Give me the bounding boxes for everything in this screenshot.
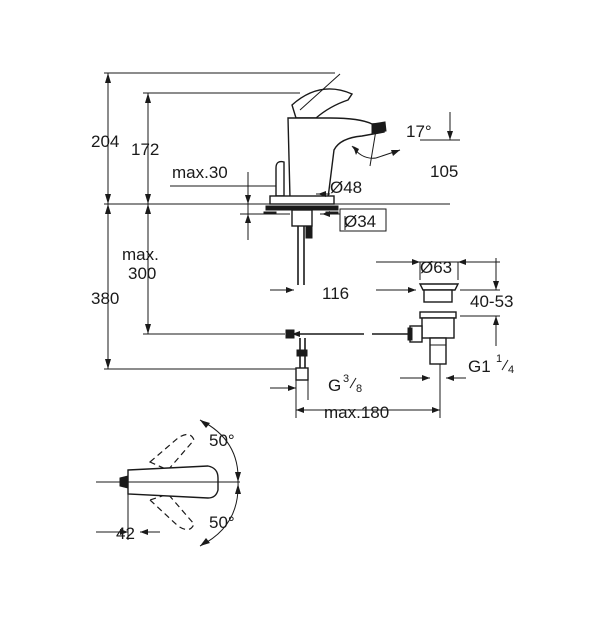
label-max30: max.30 (172, 163, 228, 182)
label-50deg-top: 50° (209, 431, 235, 450)
label-42: 42 (116, 524, 135, 543)
label-40-53: 40-53 (470, 292, 513, 311)
label-d34: Ø34 (344, 212, 376, 231)
label-g1-sub: 4 (508, 364, 514, 376)
label-g38-sup: 3 (343, 373, 349, 385)
height-dimension-lines (104, 72, 450, 370)
connection-line (270, 287, 416, 339)
label-116: 116 (322, 284, 349, 303)
label-17deg: 17° (406, 122, 432, 141)
label-172: 172 (131, 140, 159, 159)
dimension-labels: 204 172 max.30 17° 105 Ø48 Ø34 max. 300 … (91, 122, 514, 543)
diameter-leaders (316, 191, 387, 232)
label-380: 380 (91, 289, 119, 308)
label-d48: Ø48 (330, 178, 362, 197)
label-max: max. (122, 245, 159, 264)
label-g38-sub: 8 (356, 383, 362, 395)
spout-angle-indicator (351, 112, 460, 167)
label-300: 300 (128, 264, 156, 283)
label-g1-sup: 1 (496, 353, 502, 365)
top-view (96, 419, 241, 547)
max30-leader (170, 172, 290, 240)
label-g1: G1 (468, 357, 491, 376)
label-50deg-bottom: 50° (209, 513, 235, 532)
faucet-body (263, 73, 387, 285)
label-105: 105 (430, 162, 458, 181)
label-d63: Ø63 (420, 258, 452, 277)
label-g38: G (328, 376, 341, 395)
label-max180: max.180 (324, 403, 389, 422)
waste-assembly (376, 258, 500, 381)
label-204: 204 (91, 132, 119, 151)
supply-hose (270, 338, 309, 400)
